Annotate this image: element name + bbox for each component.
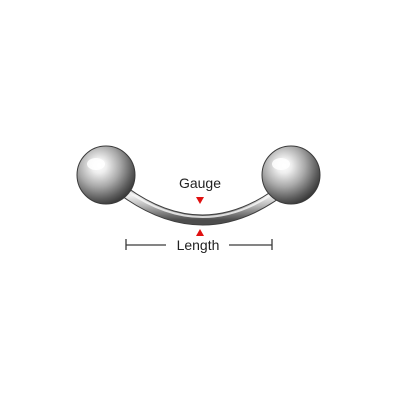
gauge-arrow-down — [196, 197, 204, 204]
right-ball — [261, 145, 321, 205]
gauge-label: Gauge — [179, 175, 221, 191]
barbell-bar — [106, 176, 298, 226]
length-label: Length — [177, 237, 220, 253]
length-dimension-line — [125, 239, 273, 250]
left-ball — [76, 145, 136, 205]
gauge-arrow-up — [196, 229, 204, 236]
